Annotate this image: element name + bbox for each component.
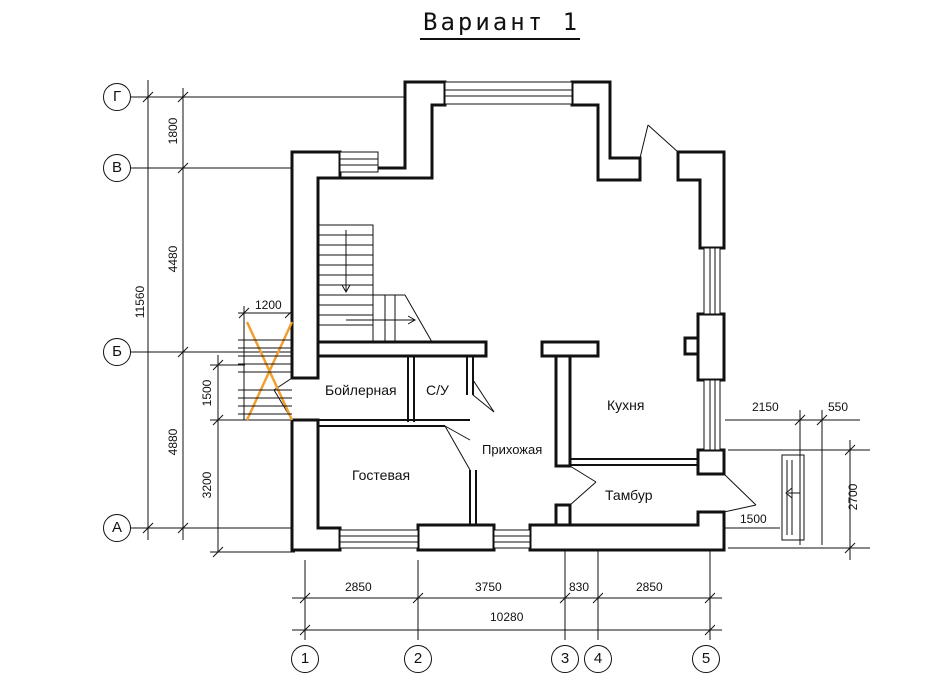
room-label-boiler: Бойлерная <box>325 382 397 398</box>
removed-entrance-cross <box>245 321 294 421</box>
axis-bubble-b: Б <box>103 338 131 366</box>
dim-1800: 1800 <box>166 117 180 145</box>
axis-bubble-3: 3 <box>551 645 579 673</box>
axis-bubble-5: 5 <box>692 645 720 673</box>
room-label-guest: Гостевая <box>352 467 411 483</box>
room-label-vestibule: Тамбур <box>605 487 653 503</box>
staircase <box>317 224 433 343</box>
dim-4480: 4480 <box>166 245 180 273</box>
dim-550: 550 <box>828 400 849 414</box>
dim-3750: 3750 <box>475 580 502 594</box>
dim-2150: 2150 <box>752 400 779 414</box>
dim-830: 830 <box>569 580 590 594</box>
axis-bubble-2: 2 <box>404 645 432 673</box>
dim-2850-b: 2850 <box>636 580 663 594</box>
axis-bubble-1: 1 <box>291 645 319 673</box>
dim-3200: 3200 <box>200 471 214 499</box>
axis-bubble-v: В <box>103 154 131 182</box>
axis-bubble-a: А <box>103 514 131 542</box>
room-label-hall: Прихожая <box>482 442 543 457</box>
dim-1500-right: 1500 <box>740 512 767 526</box>
dim-1200: 1200 <box>255 298 282 312</box>
title-underline <box>420 38 580 40</box>
axis-bubble-4: 4 <box>584 645 612 673</box>
room-label-kitchen: Кухня <box>607 397 645 413</box>
room-label-wc: С/У <box>426 382 449 398</box>
plan-title: Вариант 1 <box>423 8 581 36</box>
dim-1500-left: 1500 <box>200 379 214 407</box>
dim-11560: 11560 <box>133 285 147 319</box>
dim-2700: 2700 <box>846 483 860 511</box>
dim-4880: 4880 <box>166 428 180 456</box>
axis-bubble-g: Г <box>103 83 131 111</box>
dim-2850-a: 2850 <box>345 580 372 594</box>
dim-10280: 10280 <box>490 610 524 624</box>
